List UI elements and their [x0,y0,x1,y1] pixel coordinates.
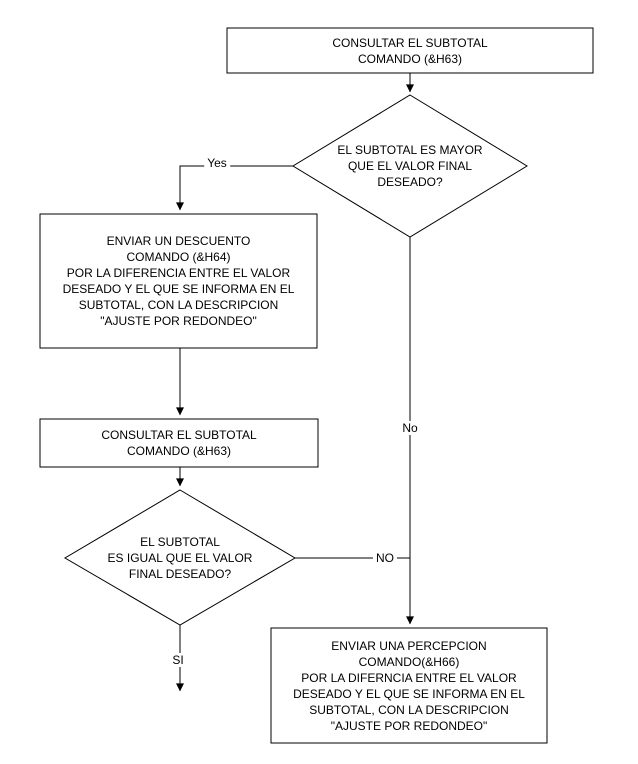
edge-label-si: SI [169,653,187,667]
decision-subtotal-igual-text: EL SUBTOTAL ES IGUAL QUE EL VALOR FINAL … [107,535,253,581]
decision-subtotal-mayor-diamond [292,94,528,238]
edge-label-yes: Yes [204,156,230,170]
enviar-percepcion-text: ENVIAR UNA PERCEPCION COMANDO(&H66) POR … [293,638,525,733]
decision-subtotal-igual-diamond [64,489,296,626]
consultar-subtotal-1-box [226,27,594,74]
decision-subtotal-mayor-text: EL SUBTOTAL ES MAYOR QUE EL VALOR FINAL … [337,143,483,189]
consultar-subtotal-2-text: CONSULTAR EL SUBTOTAL COMANDO (&H63) [101,428,257,458]
enviar-descuento-text: ENVIAR UN DESCUENTO COMANDO (&H64) POR L… [62,234,295,328]
enviar-descuento-box [39,213,318,349]
consultar-subtotal-2-box [39,418,319,468]
edge-yes-decision1-to-descuento [176,165,293,211]
consultar-subtotal-1-text: CONSULTAR EL SUBTOTAL COMANDO (&H63) [332,35,488,66]
edge-label-no: No [399,421,421,435]
edge-label-no-caps: NO [373,551,397,565]
enviar-percepcion-box [270,627,548,744]
